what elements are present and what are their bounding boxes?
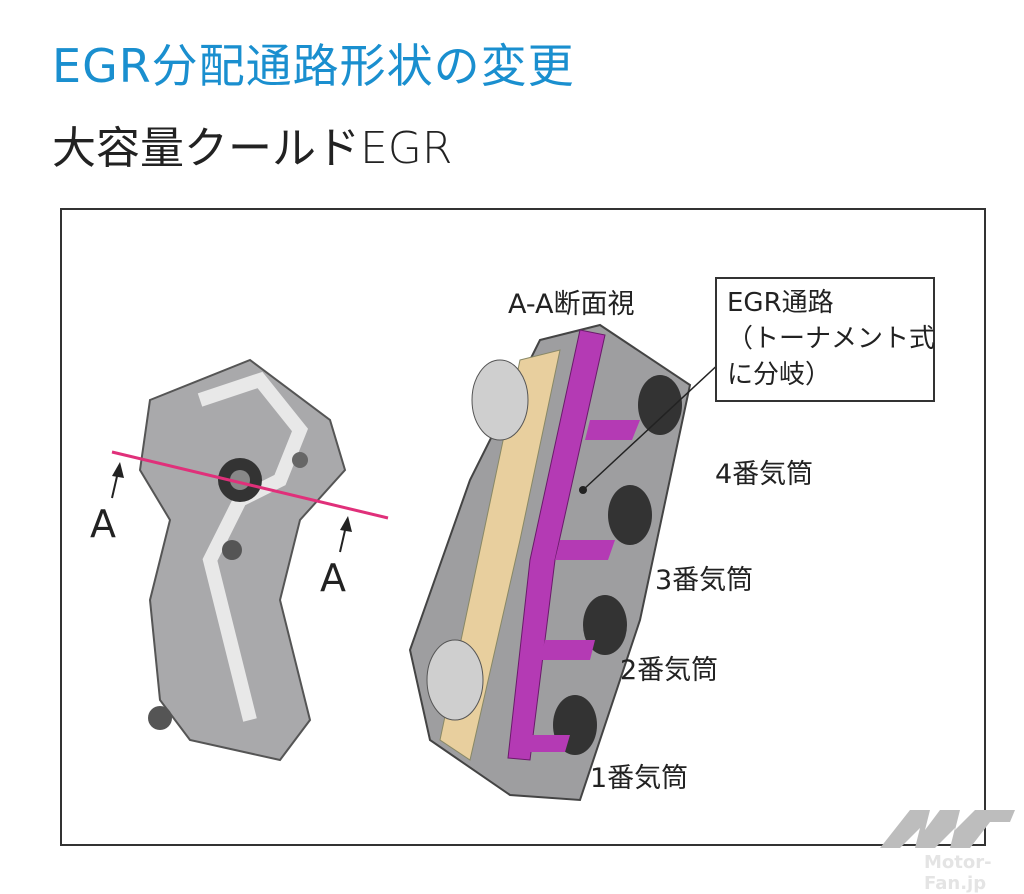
- section-mark-a-left: A: [90, 502, 116, 546]
- cylinder-label-3: 3番気筒: [655, 565, 754, 596]
- callout-leader: [582, 359, 724, 491]
- cylinder-label-1: 1番気筒: [590, 763, 689, 794]
- cylinder-label-2: 2番気筒: [620, 655, 719, 686]
- callout-line: （トーナメント式: [727, 324, 936, 354]
- egr-passage: [507, 329, 606, 761]
- section-line: [111, 450, 389, 520]
- egr-passage-callout: EGR通路 （トーナメント式 に分岐）: [715, 277, 935, 402]
- section-label: A-A断面視: [508, 289, 635, 320]
- cylinder-label-4: 4番気筒: [715, 459, 814, 490]
- section-view: [408, 323, 692, 802]
- watermark-text: Motor-Fan.jp: [924, 852, 992, 894]
- callout-line: EGR通路: [727, 288, 834, 318]
- section-mark-a-right: A: [320, 556, 346, 600]
- callout-line: に分岐）: [727, 360, 832, 390]
- motor-fan-logo: [880, 810, 1015, 848]
- page-subtitle: 大容量クールドEGR: [52, 123, 453, 174]
- intake-manifold-exterior: [138, 358, 347, 762]
- diagram-frame: [60, 208, 986, 846]
- page-title: EGR分配通路形状の変更: [52, 39, 575, 93]
